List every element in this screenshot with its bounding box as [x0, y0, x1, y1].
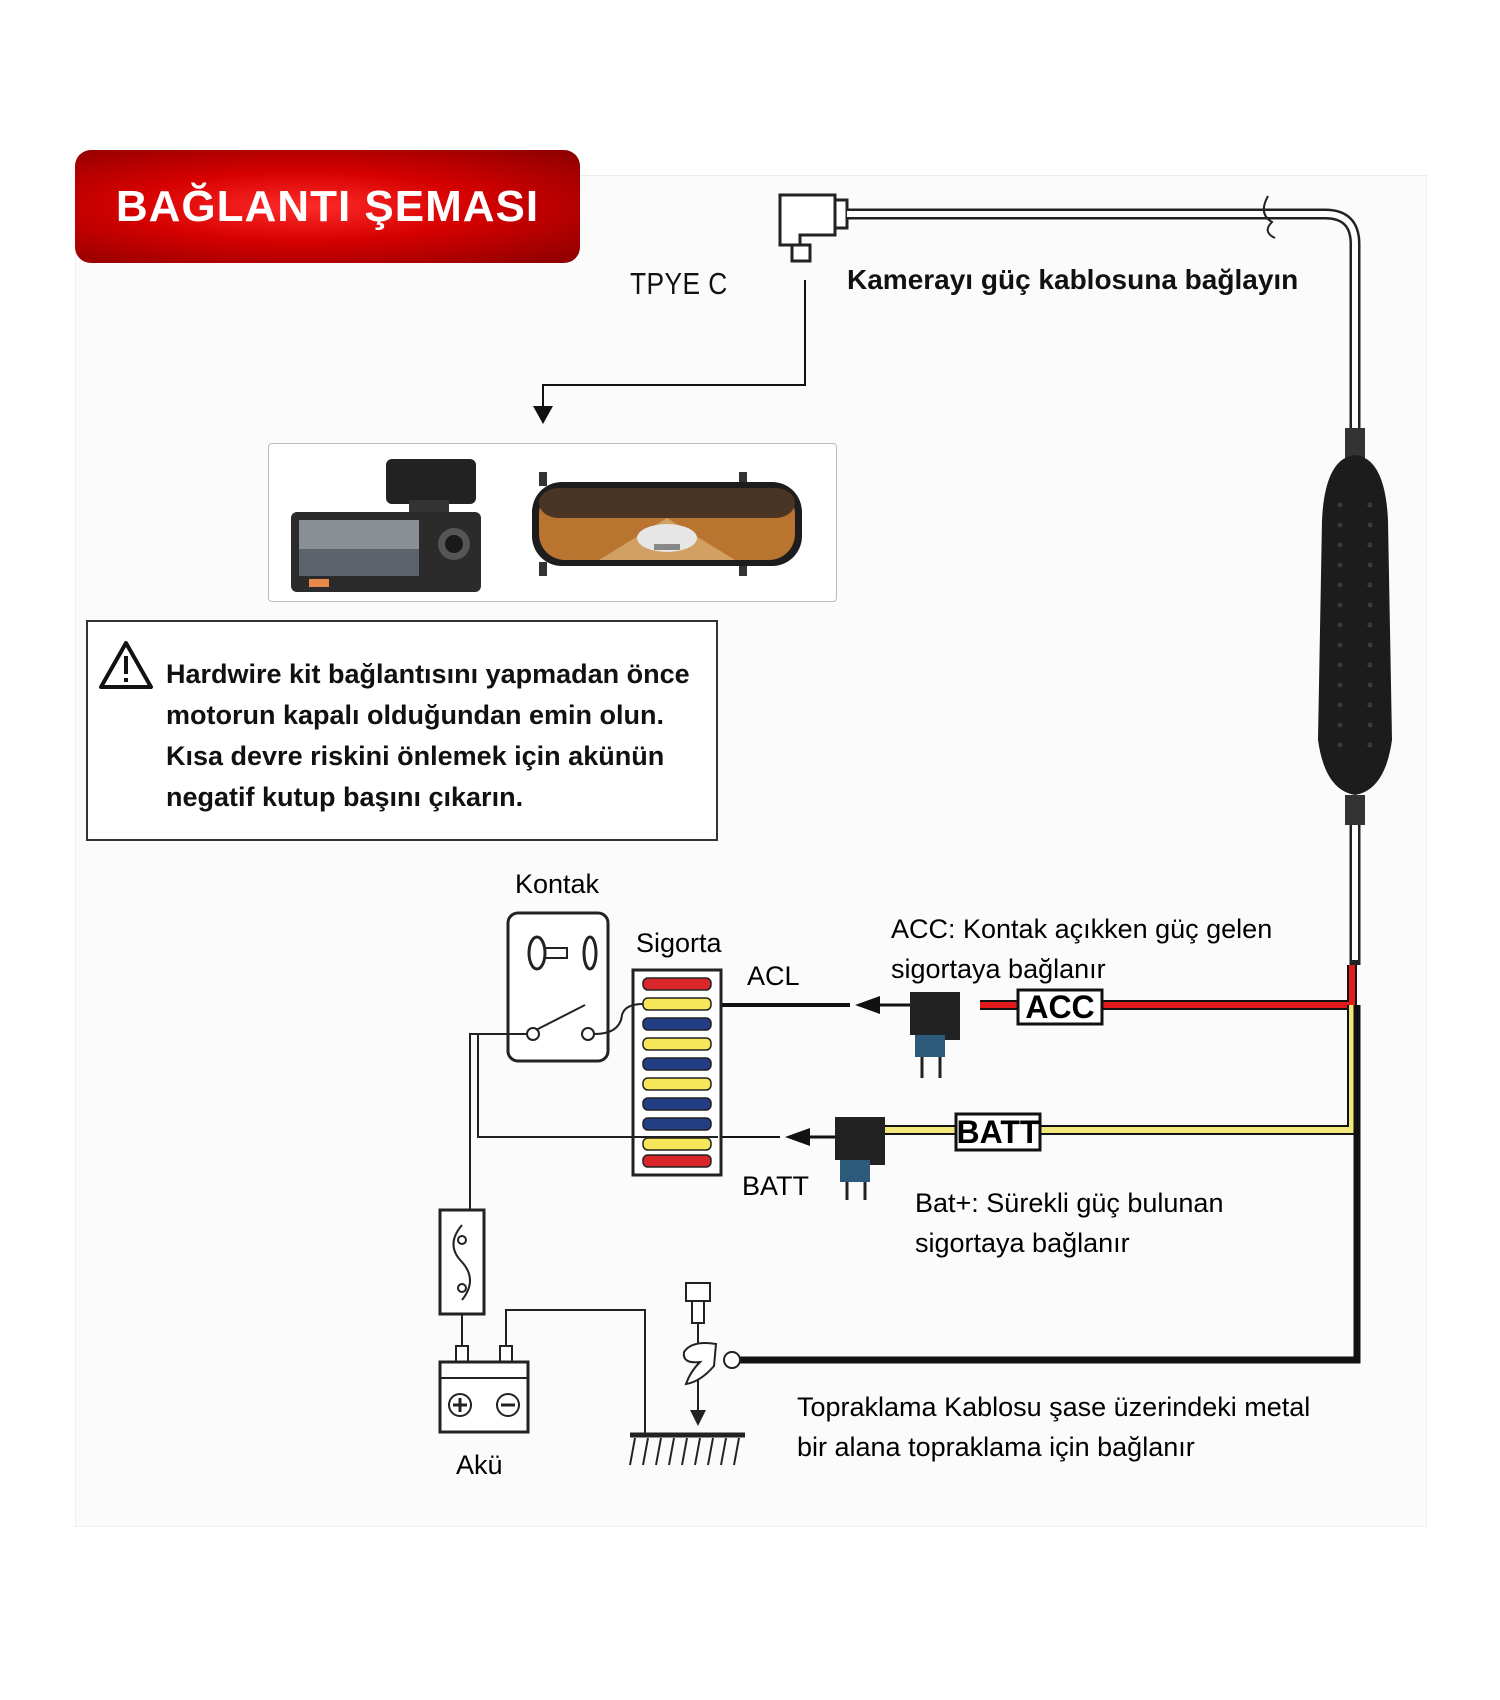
hardwire-converter-icon	[1318, 428, 1392, 825]
arrow-left-icon	[855, 996, 880, 1014]
acc-fuse-tap-icon	[910, 992, 960, 1078]
batt-fuse-tap-icon	[835, 1117, 885, 1200]
ground-description-line1: Topraklama Kablosu şase üzerindeki metal	[797, 1392, 1310, 1422]
ground-bolt-icon	[682, 1282, 741, 1426]
batt-wire-tag: BATT	[957, 1114, 1040, 1150]
chassis-ground-icon	[629, 1432, 745, 1466]
warning-text: Hardwire kit bağlantısını yapmadan önce …	[166, 659, 690, 812]
acc-wire-tag: ACC	[1025, 989, 1094, 1025]
fuse-box-label: Sigorta	[636, 928, 723, 958]
battery-label: Akü	[456, 1450, 503, 1480]
diagram-panel	[75, 175, 1427, 1527]
batt-label: BATT	[742, 1171, 809, 1201]
ground-description-line2: bir alana topraklama için bağlanır	[797, 1432, 1195, 1462]
camera-product-images	[268, 443, 837, 602]
batt-description-line1: Bat+: Sürekli güç bulunan	[915, 1188, 1223, 1218]
acl-label: ACL	[747, 961, 800, 991]
acc-description-line1: ACC: Kontak açıkken güç gelen	[891, 914, 1272, 944]
ignition-label: Kontak	[515, 869, 600, 899]
acc-description-line2: sigortaya bağlanır	[891, 954, 1106, 984]
batt-description-line2: sigortaya bağlanır	[915, 1228, 1130, 1258]
diagram-title: BAĞLANTI ŞEMASI	[75, 150, 580, 263]
ignition-switch-icon	[506, 911, 610, 1063]
warning-box: Hardwire kit bağlantısını yapmadan önce …	[86, 620, 718, 841]
battery-icon	[438, 1345, 530, 1434]
inline-fuse-icon	[438, 1208, 486, 1316]
warning-triangle-icon	[99, 641, 153, 689]
fuse-box-icon	[631, 968, 723, 1177]
arrow-left-icon	[785, 1128, 810, 1146]
camera-instruction: Kamerayı güç kablosuna bağlayın	[847, 264, 1299, 295]
usb-c-connector-icon	[778, 193, 849, 263]
arrow-down-icon	[533, 406, 553, 424]
dashcam-images-icon	[291, 459, 802, 592]
type-c-label: TPYE C	[630, 266, 728, 301]
